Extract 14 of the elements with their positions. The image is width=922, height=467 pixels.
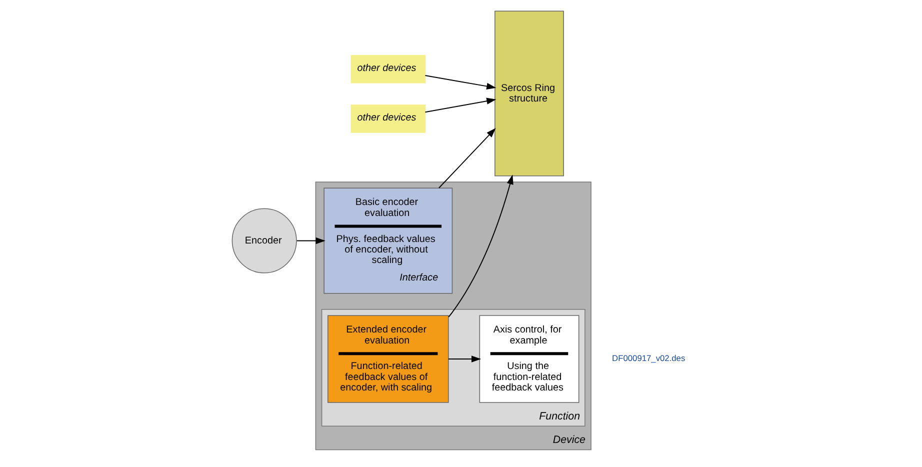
node-box: other devices: [350, 55, 426, 84]
node-box: other devices: [350, 104, 426, 133]
label: DF000917_v02.des: [612, 353, 685, 364]
node-box: Basic encoder evaluation Phys. feedback values of encoder, without scaling Interface: [323, 188, 452, 294]
arrow: [424, 74, 496, 90]
node-circle: Encoder: [231, 208, 296, 274]
arrow: [448, 174, 513, 318]
node-box: Extended encoder evaluation Function-related feedback values of encoder, with scaling: [327, 315, 448, 403]
node-box: Axis control, for example Using the function-related feedback values: [478, 315, 579, 403]
arrow: [296, 237, 325, 244]
arrow: [438, 128, 496, 189]
arrow: [424, 98, 496, 113]
arrow: [448, 356, 481, 362]
node-box: Sercos Ring structure: [494, 10, 564, 176]
